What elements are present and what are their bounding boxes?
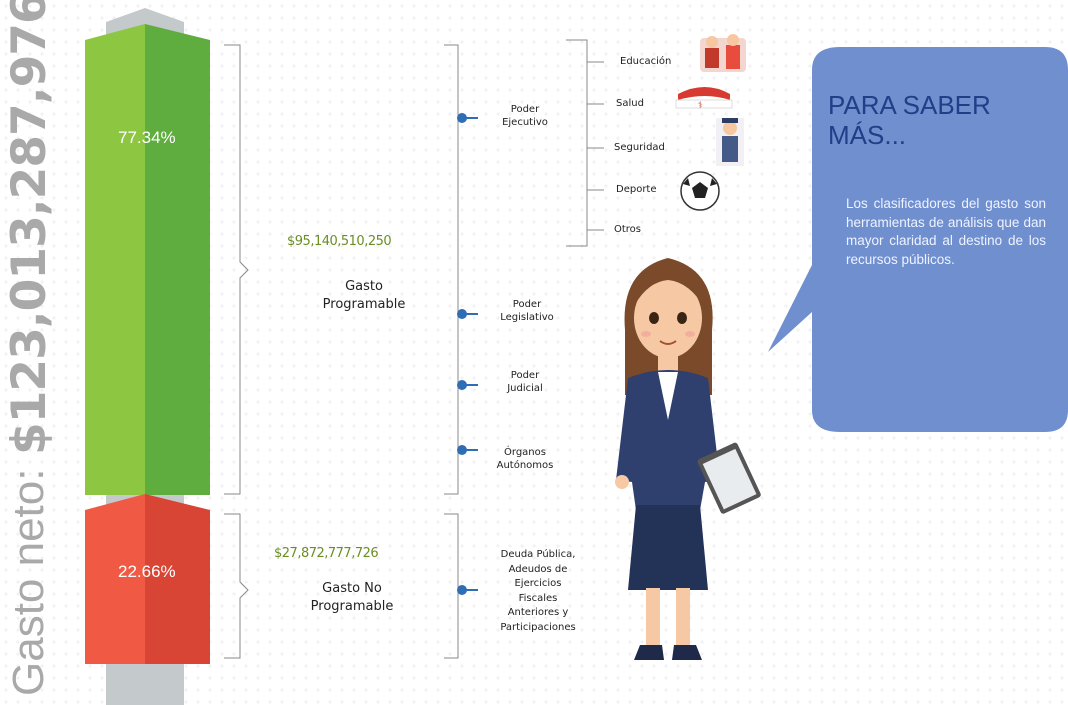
branch-ejecutivo-line2: Ejecutivo — [502, 117, 548, 128]
pipe-bottom — [106, 664, 184, 705]
woman-illustration — [615, 258, 761, 660]
branch-autonomos: Órganos Autónomos — [490, 446, 560, 472]
callout-bubble — [768, 47, 1068, 432]
no-programable-amount: $27,872,777,726 — [274, 546, 379, 561]
programable-amount: $95,140,510,250 — [287, 234, 392, 249]
branch-autonomos-line2: Autónomos — [496, 460, 554, 471]
callout-title: PARA SABER MÁS... — [828, 90, 1048, 150]
branch-judicial: Poder Judicial — [490, 369, 560, 395]
programable-label: Gasto Programable — [314, 278, 414, 314]
branch-autonomos-line1: Órganos — [504, 447, 546, 458]
callout-title-line2: MÁS... — [828, 120, 907, 150]
branch-ejecutivo: Poder Ejecutivo — [490, 103, 560, 129]
callout-title-line1: PARA SABER — [828, 90, 991, 120]
programable-label-line1: Gasto — [345, 279, 383, 294]
green-block-right — [145, 24, 210, 495]
no-programable-label: Gasto No Programable — [302, 580, 402, 616]
red-block-left — [85, 494, 145, 664]
deuda-line-4: Fiscales — [518, 592, 558, 604]
item-salud: Salud — [616, 98, 644, 109]
deuda-line-3: Ejercicios — [514, 578, 562, 589]
brace-ejecutivo — [566, 39, 588, 247]
branch-legislativo-line1: Poder — [512, 299, 542, 310]
deuda-line-2: Adeudos de — [508, 563, 568, 575]
green-block-left — [85, 24, 145, 495]
branch-judicial-line1: Poder — [510, 370, 540, 381]
salud-icon: ⚕ — [675, 87, 733, 111]
item-otros: Otros — [614, 224, 642, 235]
svg-text:⚕: ⚕ — [698, 101, 703, 111]
item-seguridad: Seguridad — [614, 142, 665, 153]
red-block-right — [145, 494, 210, 664]
no-programable-label-line1: Gasto No — [322, 581, 382, 596]
item-educacion: Educación — [620, 56, 672, 67]
brace-branches — [444, 44, 459, 495]
programable-label-line2: Programable — [322, 297, 406, 312]
deuda-line-5: Anteriores y — [507, 607, 569, 618]
brace-deuda — [444, 513, 459, 659]
item-deporte: Deporte — [616, 184, 657, 195]
deuda-line-1: Deuda Pública, — [500, 549, 576, 560]
soccer-ball-icon — [680, 171, 720, 211]
seguridad-icon — [716, 118, 744, 166]
brace-programable — [224, 44, 249, 495]
no-programable-percent: 22.66% — [118, 562, 176, 581]
branch-judicial-line2: Judicial — [507, 383, 543, 394]
brace-no-programable — [224, 513, 249, 659]
branch-ejecutivo-line1: Poder — [510, 104, 540, 115]
programable-percent: 77.34% — [118, 128, 176, 147]
education-icon — [700, 34, 746, 72]
branch-legislativo-line2: Legislativo — [500, 312, 554, 323]
branch-legislativo: Poder Legislativo — [492, 298, 562, 324]
no-programable-label-line2: Programable — [310, 599, 394, 614]
branch-deuda: Deuda Pública, Adeudos de Ejercicios Fis… — [488, 548, 588, 635]
deuda-line-6: Participaciones — [500, 621, 576, 633]
callout-body: Los clasificadores del gasto son herrami… — [846, 196, 1046, 267]
